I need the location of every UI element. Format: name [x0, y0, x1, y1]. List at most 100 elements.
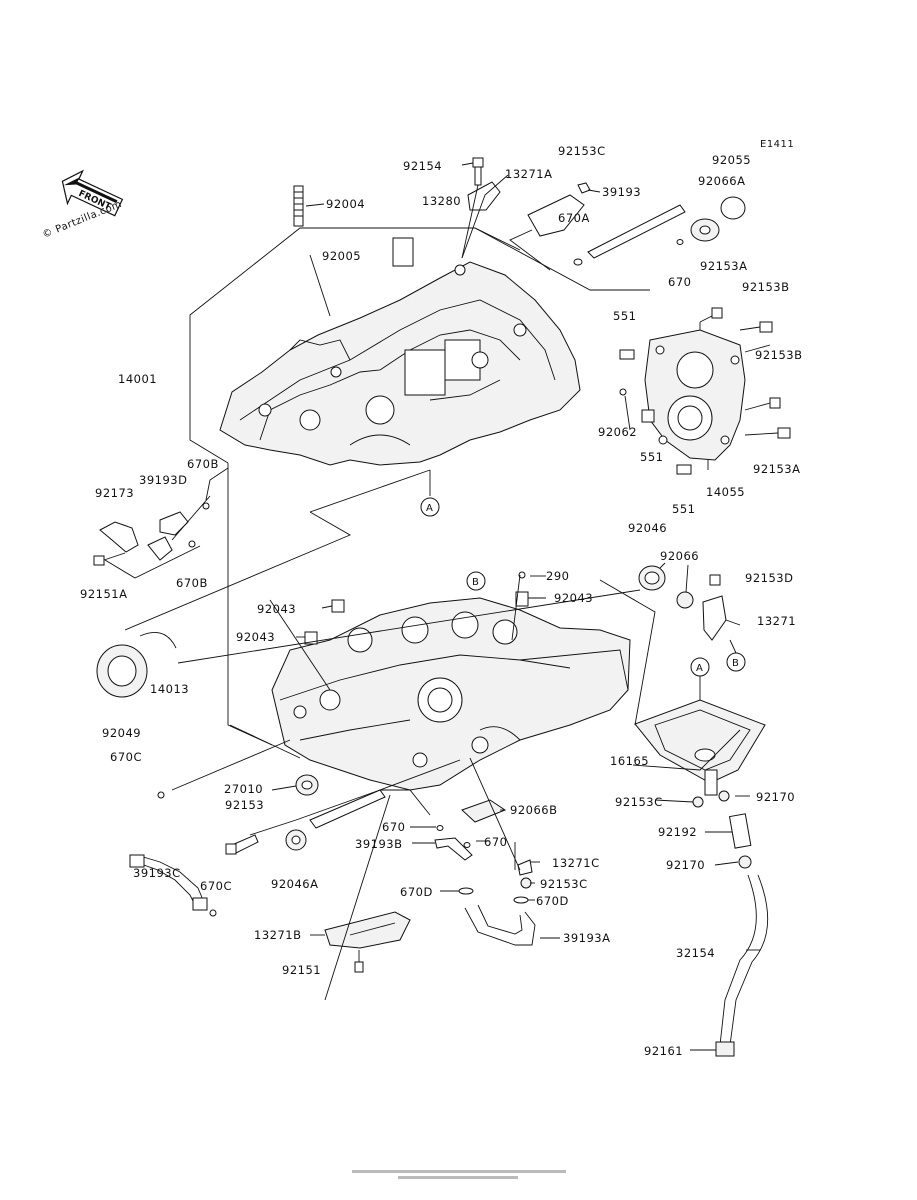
label-39193: 39193 [602, 185, 641, 199]
seal-92049 [96, 644, 148, 698]
label-670-top: 670 [668, 275, 691, 289]
dowel-92043-b [304, 631, 318, 645]
label-14001: 14001 [118, 372, 157, 386]
hose-92192 [728, 813, 752, 849]
svg-text:B: B [472, 577, 479, 588]
oring-670D-b [513, 896, 529, 904]
rod [309, 789, 386, 829]
label-92055: 92055 [712, 153, 751, 167]
bolt-92153A-bot [777, 427, 791, 439]
label-13271C: 13271C [552, 856, 600, 870]
label-39193D: 39193D [139, 473, 187, 487]
label-92153B-top: 92153B [742, 280, 789, 294]
footer-copyright-marks [352, 1170, 566, 1179]
label-39193C: 39193C [133, 866, 181, 880]
label-92004: 92004 [326, 197, 365, 211]
dowel-551-c [676, 464, 692, 475]
plate-39193 [527, 194, 585, 237]
label-670-b: 670 [382, 820, 405, 834]
svg-text:B: B [732, 658, 739, 669]
bracket-92173 [99, 521, 139, 553]
cover-14055 [644, 329, 746, 461]
label-92153C-low: 92153C [540, 877, 588, 891]
label-670C-b: 670C [200, 879, 232, 893]
label-13271A: 13271A [505, 167, 552, 181]
shaft [587, 204, 686, 259]
pan-pipe [704, 769, 718, 796]
pipe-39193A [464, 904, 536, 946]
label-92154: 92154 [403, 159, 442, 173]
leader-lines [104, 162, 779, 1051]
label-92170-a: 92170 [756, 790, 795, 804]
bolt-92154 [472, 157, 484, 186]
label-670B-a: 670B [187, 457, 219, 471]
label-92153B-mid: 92153B [755, 348, 802, 362]
label-39193B: 39193B [355, 837, 402, 851]
label-92153C-bot: 92153C [615, 795, 663, 809]
pipe-39193C-end-a [129, 854, 145, 868]
clamp-92170-b [738, 855, 752, 869]
svg-text:A: A [426, 503, 433, 514]
bolt-92153 [225, 834, 259, 855]
bolt-92151 [354, 950, 364, 973]
fitting-39193D-2 [147, 536, 173, 561]
label-92046A: 92046A [271, 877, 318, 891]
oring-92062 [619, 388, 627, 396]
ref-A-top: A [420, 497, 440, 517]
label-92066A: 92066A [698, 174, 745, 188]
label-92005: 92005 [322, 249, 361, 263]
lower-crankcase [271, 597, 631, 791]
label-32154: 32154 [676, 946, 715, 960]
bolt-92153B-mid [769, 397, 781, 409]
stud-92004 [293, 185, 304, 227]
bolt-92153B-top [759, 321, 773, 333]
label-92046: 92046 [628, 521, 667, 535]
label-670-c: 670 [484, 835, 507, 849]
dowel-92043-a [331, 599, 345, 613]
diagram-code: E1411 [760, 139, 794, 150]
label-92153: 92153 [225, 798, 264, 812]
label-92161: 92161 [644, 1044, 683, 1058]
bolt-92151A [93, 552, 126, 566]
bolt-92153C-bot [692, 796, 704, 808]
label-92173: 92173 [95, 486, 134, 500]
washer-92066A [690, 218, 720, 242]
pipe-39193C-end-b [192, 897, 208, 911]
bracket-13271 [702, 595, 727, 641]
label-27010: 27010 [224, 782, 263, 796]
label-670D-a: 670D [400, 885, 433, 899]
oring-670A [573, 258, 583, 266]
label-670A: 670A [558, 211, 590, 225]
bolt-92153A-top [699, 307, 723, 323]
bracket-13271C [517, 859, 533, 876]
fitting-39193B [434, 837, 473, 861]
dowel-551-a [619, 349, 635, 360]
label-551-a: 551 [613, 309, 636, 323]
dowel-551-b [641, 409, 655, 423]
label-670C-a: 670C [110, 750, 142, 764]
oring-670-top [676, 239, 684, 245]
watermark: © Partzilla.com [41, 199, 124, 241]
pad-92066B [461, 799, 507, 823]
bearing-92046 [638, 565, 666, 591]
label-14013: 14013 [150, 682, 189, 696]
circlip-14013 [139, 632, 177, 649]
label-92170-b: 92170 [666, 858, 705, 872]
clamp-92170-a [718, 790, 730, 802]
dowel-92043-c [515, 591, 529, 607]
dowel-92005 [392, 237, 414, 267]
bolt-92153C-top [577, 182, 591, 194]
ref-B-right: B [726, 639, 746, 672]
label-14055: 14055 [706, 485, 745, 499]
label-551-c: 551 [672, 502, 695, 516]
label-16165: 16165 [610, 754, 649, 768]
ref-B-top: B [466, 571, 486, 591]
label-670B-b: 670B [176, 576, 208, 590]
fitting-39193D [159, 511, 189, 536]
oring-92055 [720, 196, 746, 220]
cap-92161 [715, 1041, 735, 1057]
label-39193A: 39193A [563, 931, 610, 945]
part-labels: 92154 13271A 92153C 92055 92066A 39193 9… [80, 144, 802, 1058]
bolt-92153D [709, 574, 721, 586]
